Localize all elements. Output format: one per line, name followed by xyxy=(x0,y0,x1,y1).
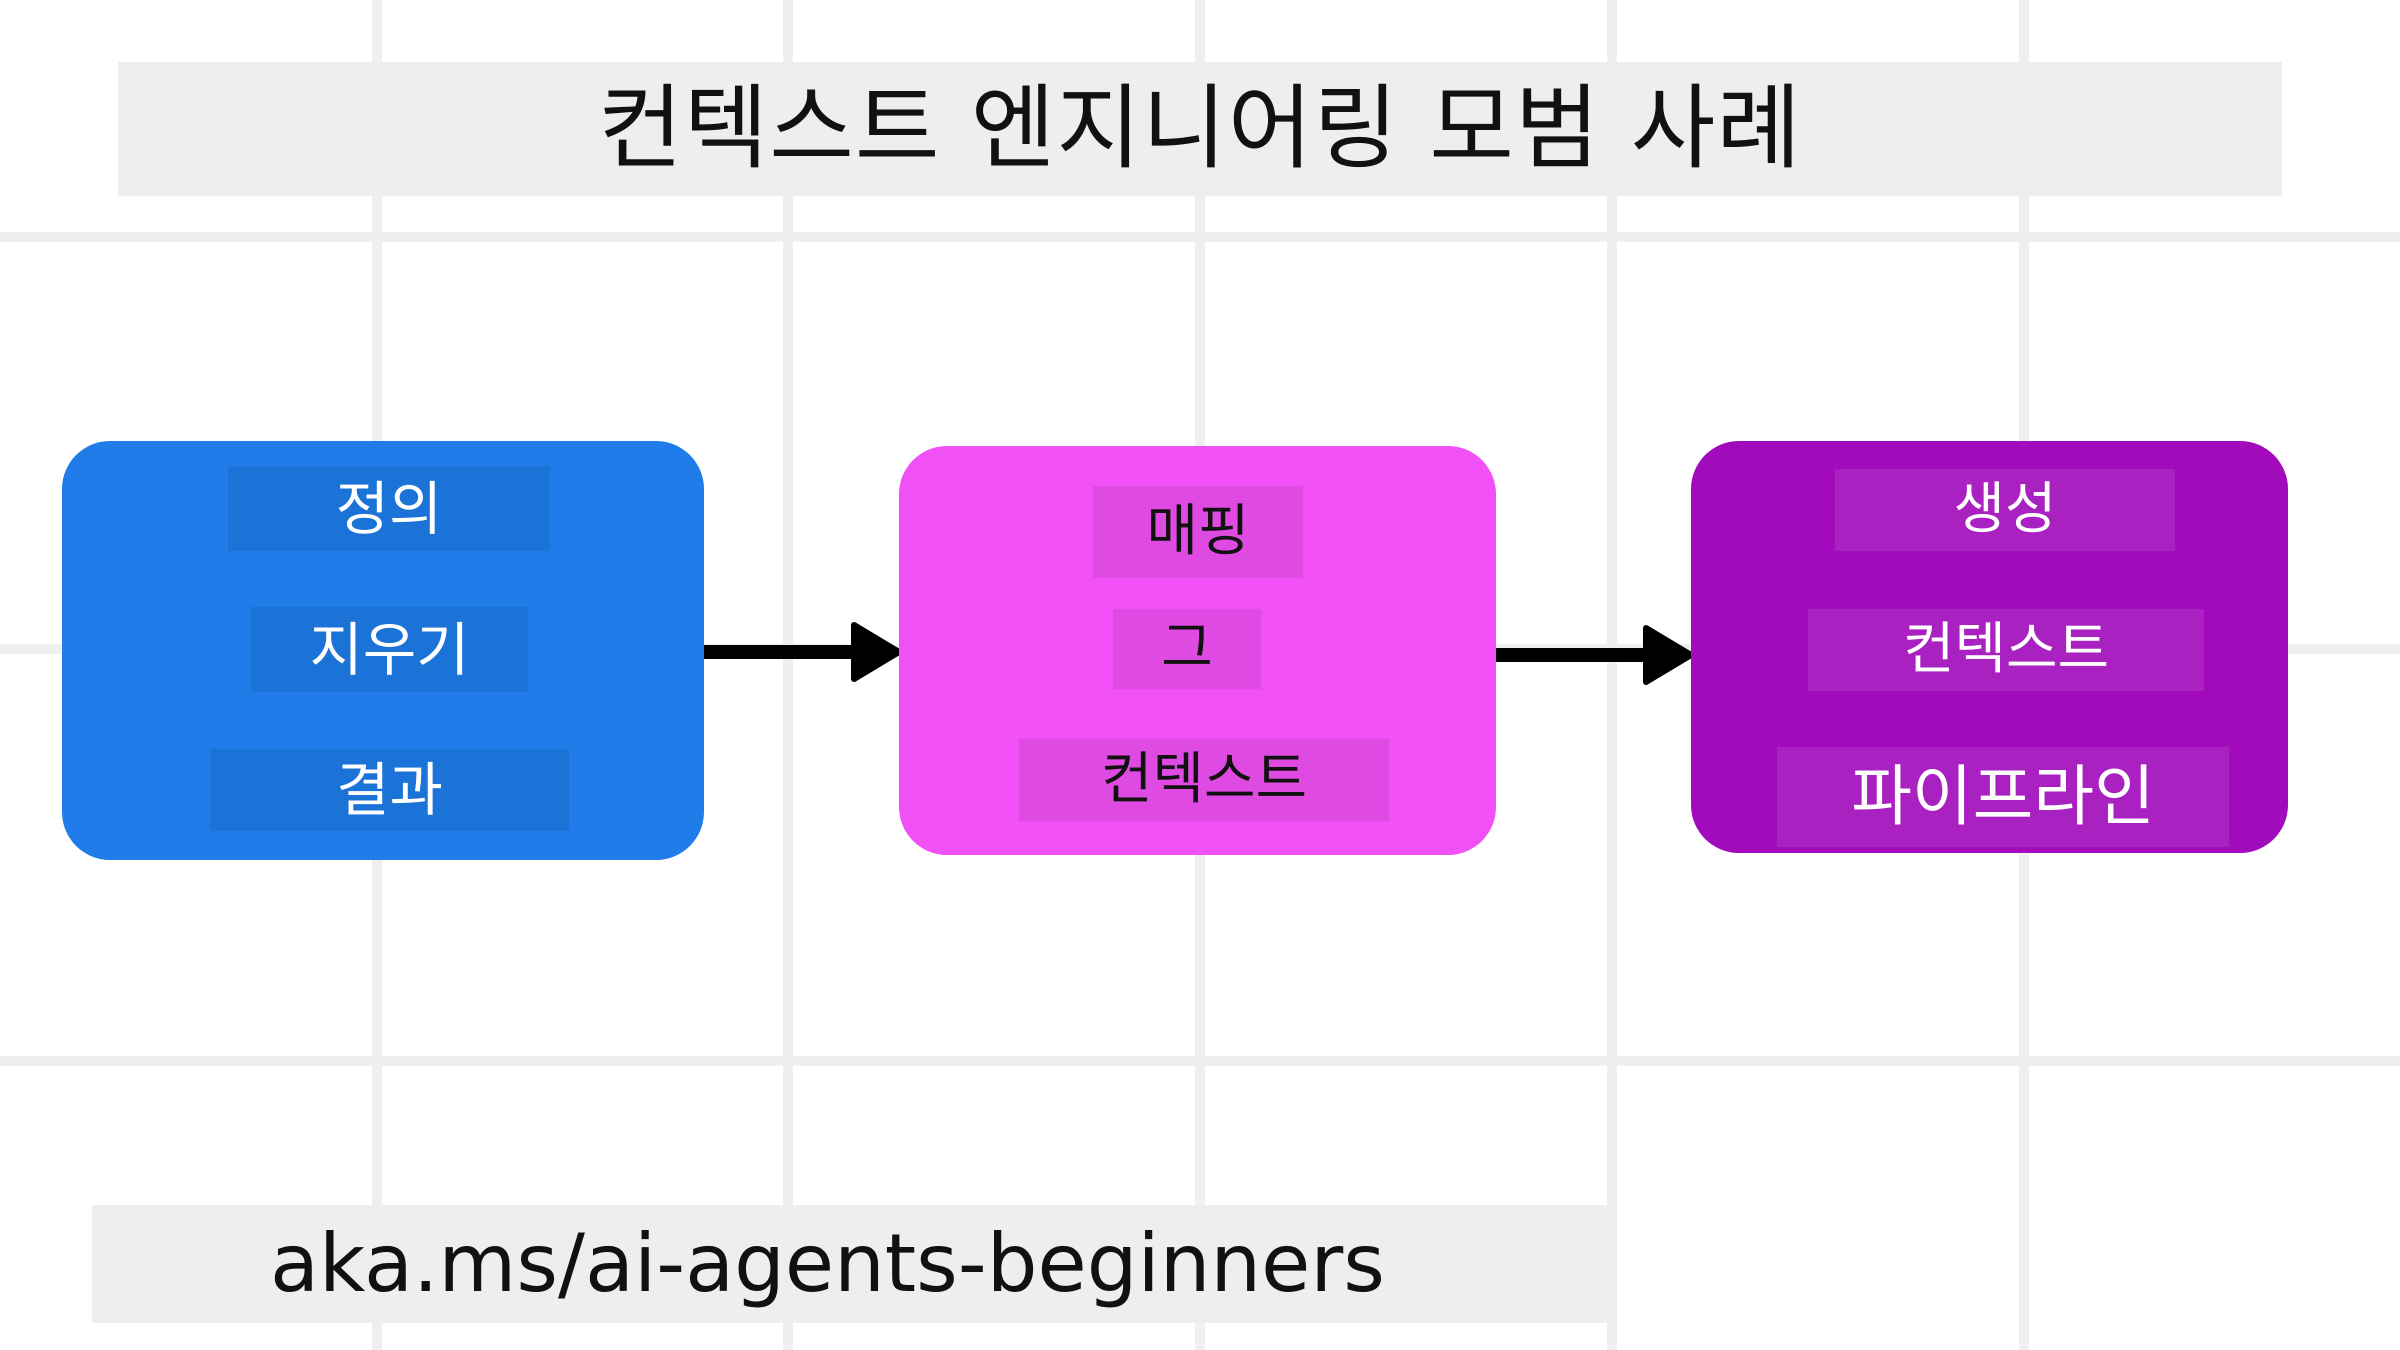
title-banner: 컨텍스트 엔지니어링 모범 사례 xyxy=(118,62,2282,196)
box2-item-mapping: 매핑 xyxy=(1093,486,1303,578)
grid-line xyxy=(783,0,793,1350)
box3-item-generate: 생성 xyxy=(1835,469,2175,551)
footer-url[interactable]: aka.ms/ai-agents-beginners xyxy=(270,1217,1385,1310)
box1-item-result: 결과 xyxy=(210,749,569,831)
grid-line xyxy=(0,232,2400,242)
flow-arrow-2 xyxy=(1496,625,1694,685)
box3-item-context: 컨텍스트 xyxy=(1808,609,2204,691)
box2-item-context: 컨텍스트 xyxy=(1019,739,1389,821)
box1-item-define: 정의 xyxy=(228,466,550,551)
box3-item-pipeline: 파이프라인 xyxy=(1777,747,2229,847)
grid-line xyxy=(1607,0,1617,1350)
flow-arrow-1 xyxy=(704,622,902,682)
url-banner: aka.ms/ai-agents-beginners xyxy=(92,1205,1610,1323)
flow-box-generate: 생성 컨텍스트 파이프라인 xyxy=(1691,441,2288,853)
box2-item-the: 그 xyxy=(1113,609,1261,689)
grid-line xyxy=(0,1056,2400,1066)
page-title: 컨텍스트 엔지니어링 모범 사례 xyxy=(597,75,1803,182)
box1-item-clear: 지우기 xyxy=(251,607,528,692)
flow-box-define: 정의 지우기 결과 xyxy=(62,441,704,860)
flow-box-mapping: 매핑 그 컨텍스트 xyxy=(899,446,1496,855)
